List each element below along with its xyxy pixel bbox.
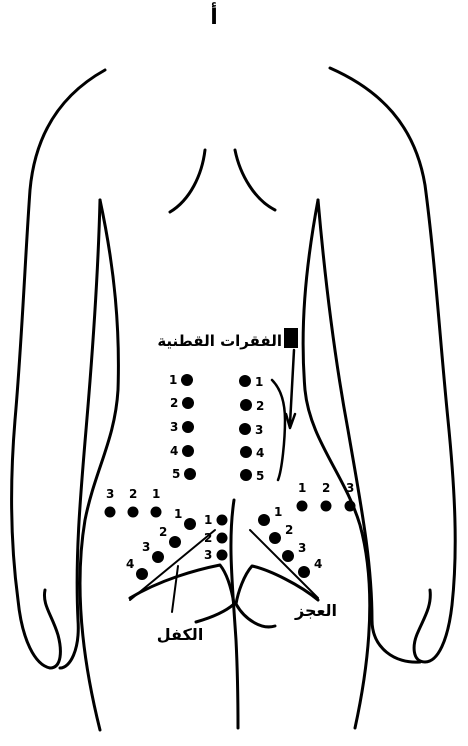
sacral-left-point: [136, 568, 148, 580]
lumbar-left-point: [184, 468, 196, 480]
iliac-left-point: [151, 507, 162, 518]
lumbar-arrow-icon: [286, 350, 295, 428]
buttock-label: الكفل: [157, 625, 204, 644]
lumbar-left-number: 5: [172, 467, 180, 481]
sacral-right-point: [258, 514, 270, 526]
sacral-center-number: 2: [204, 531, 212, 545]
lumbar-bracket: [272, 380, 285, 480]
sacral-right-number: 1: [274, 505, 282, 519]
lumbar-left-number: 4: [170, 444, 178, 458]
lumbar-left-number: 2: [170, 396, 178, 410]
lumbar-right-number: 5: [256, 469, 264, 483]
lumbar-right-point: [240, 446, 252, 458]
sacral-right-number: 2: [285, 523, 293, 537]
sacral-right-number: 4: [314, 557, 322, 571]
sacral-left-number: 4: [126, 557, 134, 571]
lumbar-left-point: [182, 421, 194, 433]
sacral-left-point: [184, 518, 196, 530]
spine-line: [231, 500, 238, 728]
lumbar-left-point: [181, 374, 193, 386]
lumbar-marker: [284, 328, 298, 428]
sacral-right-point: [282, 550, 294, 562]
iliac-left-number: 2: [129, 487, 137, 501]
sacral-right-number: 3: [298, 541, 306, 555]
right-scapula-line: [235, 150, 275, 210]
lumbar-right-number: 4: [256, 446, 264, 460]
iliac-left-number: 3: [106, 487, 114, 501]
right-diagonal-leader: [250, 530, 318, 598]
iliac-right-number: 1: [298, 481, 306, 495]
lumbar-left-number: 3: [170, 420, 178, 434]
sacrum-curve: [236, 604, 275, 627]
sacrum-label: العجز: [294, 601, 337, 620]
sacral-center-number: 1: [204, 513, 212, 527]
lumbar-right-point: [239, 423, 251, 435]
lumbar-right-point: [239, 375, 251, 387]
sacral-left-number: 1: [174, 507, 182, 521]
lumbar-left-point: [182, 397, 194, 409]
sacral-center-point: [217, 550, 228, 561]
sacral-center-point: [217, 533, 228, 544]
lumbar-right-point: [240, 399, 252, 411]
lumbar-right-number: 1: [255, 375, 263, 389]
sacral-left-number: 2: [159, 525, 167, 539]
iliac-right-point: [321, 501, 332, 512]
iliac-right-point: [345, 501, 356, 512]
right-torso-side: [303, 200, 370, 728]
left-torso-side: [80, 200, 118, 730]
left-scapula-line: [170, 150, 205, 212]
lumbar-flag-icon: [284, 328, 298, 348]
body-outline: [12, 68, 456, 730]
sacral-right-point: [298, 566, 310, 578]
right-arm-outer: [330, 68, 455, 662]
iliac-right-number: 3: [346, 481, 354, 495]
sacral-right-point: [269, 532, 281, 544]
iliac-left-point: [128, 507, 139, 518]
buttock-leader: [172, 566, 178, 612]
iliac-right-number: 2: [322, 481, 330, 495]
figure-letter: أ: [210, 1, 218, 30]
lumbar-left-number: 1: [169, 373, 177, 387]
lumbar-label: الفقرات القطنية: [157, 332, 282, 350]
sacral-center-number: 3: [204, 548, 212, 562]
sacral-left-point: [152, 551, 164, 563]
lumbar-left-point: [182, 445, 194, 457]
iliac-left-number: 1: [152, 487, 160, 501]
sacral-left-point: [169, 536, 181, 548]
sacral-left-number: 3: [142, 540, 150, 554]
lumbar-right-point: [240, 469, 252, 481]
iliac-right-point: [297, 501, 308, 512]
sacral-center-point: [217, 515, 228, 526]
lumbar-right-number: 2: [256, 399, 264, 413]
lumbar-right-number: 3: [255, 423, 263, 437]
iliac-left-point: [105, 507, 116, 518]
